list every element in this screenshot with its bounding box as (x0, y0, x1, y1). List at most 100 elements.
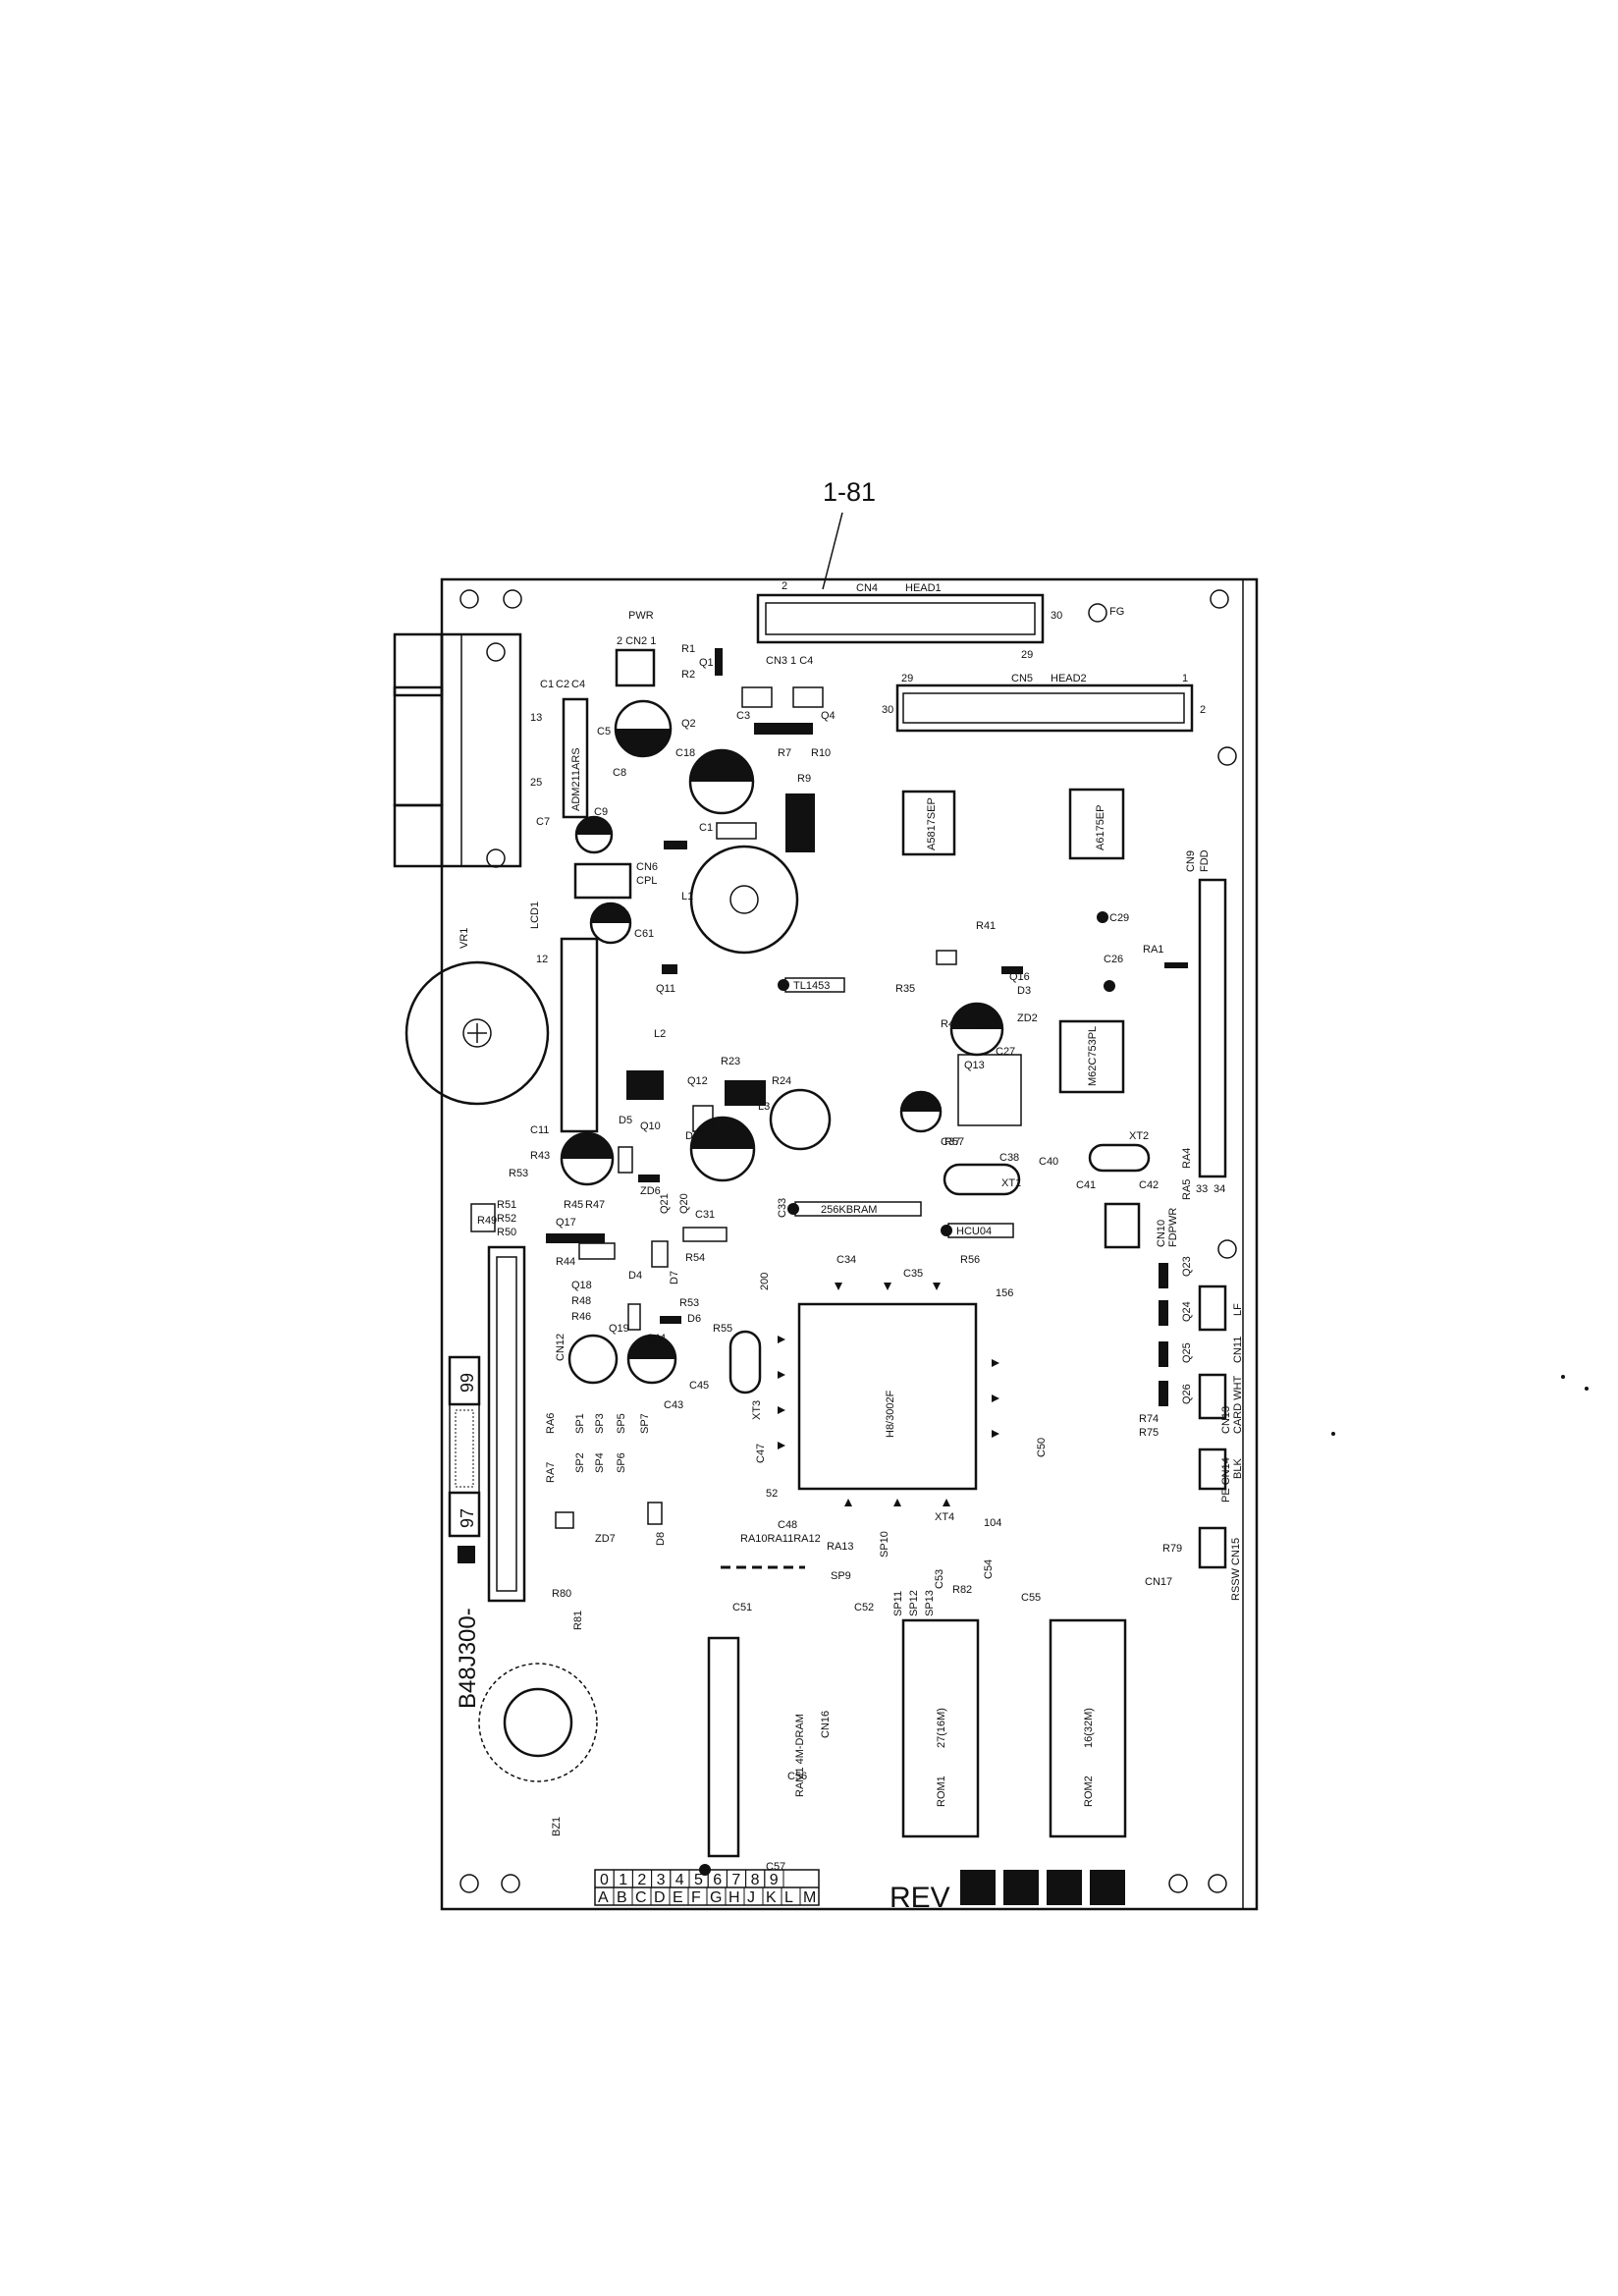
q1-part (715, 648, 723, 676)
vr1-center (462, 1018, 492, 1048)
c18-label: C18 (675, 747, 695, 759)
c37-label: C37 (941, 1136, 960, 1148)
pin-label: 2 (782, 580, 787, 592)
q1-label: Q1 (699, 657, 714, 669)
rom2-chip (1049, 1618, 1127, 1838)
cn3-label: CN3 1 C4 (766, 655, 813, 667)
tl1453-label: TL1453 (793, 980, 830, 992)
grid-letter: J (747, 1889, 755, 1906)
sp2-label: SP2 (574, 1452, 586, 1473)
fg-label: FG (1109, 606, 1124, 618)
r48-label: R48 (571, 1295, 591, 1307)
m62-chip (1058, 1019, 1125, 1094)
mounting-holes (459, 589, 1237, 1893)
d3-label: D3 (1017, 985, 1031, 997)
d1-part (716, 822, 757, 840)
cn2-label: 2 CN2 1 (617, 635, 656, 647)
cn14-pe-connector (1198, 1448, 1227, 1491)
callout-leader (822, 512, 843, 590)
cn14-label: PE CN14 (1220, 1457, 1232, 1503)
l1-inductor (689, 845, 799, 955)
r35-label: R35 (895, 983, 915, 995)
d2-label: D2 (685, 1130, 699, 1142)
q21-label: Q21 (659, 1193, 671, 1214)
pin-label: 52 (766, 1488, 778, 1500)
r81-label: R81 (572, 1611, 584, 1630)
pin-label: 200 (759, 1273, 771, 1290)
grid-letter: L (784, 1889, 793, 1906)
bar-part (754, 723, 813, 735)
cn15-label: RSSW CN15 (1230, 1538, 1242, 1601)
stray-dot (1585, 1387, 1589, 1391)
q6-part (785, 793, 815, 852)
ra4-label: RA4 (1181, 1148, 1193, 1169)
r56-label: R56 (960, 1254, 980, 1266)
sp10-label: SP10 (879, 1531, 890, 1558)
zd7-label: ZD7 (595, 1533, 616, 1545)
cn11-label: CN11 (1232, 1337, 1244, 1363)
stray-dot (1561, 1375, 1565, 1379)
cn12-label: CN12 (555, 1334, 566, 1361)
hcu04-dot (941, 1225, 952, 1236)
c61-label: C61 (634, 928, 654, 940)
pin-label: 13 (530, 712, 542, 724)
q25-part (1159, 1341, 1168, 1367)
xt1-label: XT1 (1001, 1177, 1021, 1189)
pin-label: 33 (1196, 1183, 1208, 1195)
r79-label: R79 (1162, 1543, 1182, 1555)
grid-letter: E (673, 1889, 683, 1906)
grid-letter: H (728, 1889, 740, 1906)
r45-label: R45 (564, 1199, 583, 1211)
grid-letter: D (654, 1889, 666, 1906)
d4-label: D4 (628, 1270, 642, 1282)
board-id-mark (458, 1546, 475, 1563)
xt3-label: XT3 (751, 1400, 763, 1420)
r49-label: R49 (477, 1215, 497, 1227)
r74-label: R74 (1139, 1413, 1159, 1425)
electrolytic-caps (560, 699, 1004, 1385)
cn9-fdd-connector (1198, 878, 1227, 1178)
q20-label: Q20 (678, 1193, 690, 1214)
cn10-label: CN10 (1156, 1220, 1167, 1247)
fdd-label: FDD (1199, 849, 1211, 872)
c8-label: C8 (613, 767, 626, 779)
q23-part (1159, 1263, 1168, 1288)
grid-letter: G (710, 1889, 722, 1906)
q10-label: Q10 (640, 1121, 661, 1132)
c44-label: C44 (646, 1333, 666, 1344)
q25-label: Q25 (1181, 1342, 1193, 1363)
r23-label: R23 (721, 1056, 740, 1067)
d5-label: D5 (619, 1115, 632, 1126)
part (627, 1303, 641, 1331)
cn6-label: CN6 (636, 861, 658, 873)
c29-label: C29 (1109, 912, 1129, 924)
cn5-label: CN5 (1011, 673, 1033, 684)
q4-label: Q4 (821, 710, 836, 722)
grid-letter: K (766, 1889, 777, 1906)
xt2-crystal (1088, 1143, 1151, 1173)
r53-label: R53 (509, 1168, 528, 1179)
cn9-label: CN9 (1185, 850, 1197, 872)
r9-label: R9 (797, 773, 811, 785)
zd7-part (555, 1511, 574, 1529)
head1-label: HEAD1 (905, 582, 942, 594)
rev-box-4 (1090, 1870, 1125, 1905)
d6-label: D6 (687, 1313, 701, 1325)
lf-label: LF (1232, 1303, 1244, 1316)
bar-part (660, 1316, 681, 1324)
xt4-label: XT4 (935, 1511, 954, 1523)
q18-label: Q18 (571, 1280, 592, 1291)
sp9-label: SP9 (831, 1570, 851, 1582)
q2-label: Q2 (681, 718, 696, 730)
code-box-97-label: 97 (458, 1508, 477, 1528)
c54-label: C54 (983, 1559, 995, 1579)
bar-part (546, 1233, 605, 1243)
grid-number: 9 (770, 1872, 779, 1888)
r40-label: R40 (941, 1018, 960, 1030)
sp11-label: SP11 (892, 1591, 904, 1616)
part (651, 1240, 669, 1268)
q26-part (1159, 1381, 1168, 1406)
r42-label: R42 (978, 1018, 998, 1030)
